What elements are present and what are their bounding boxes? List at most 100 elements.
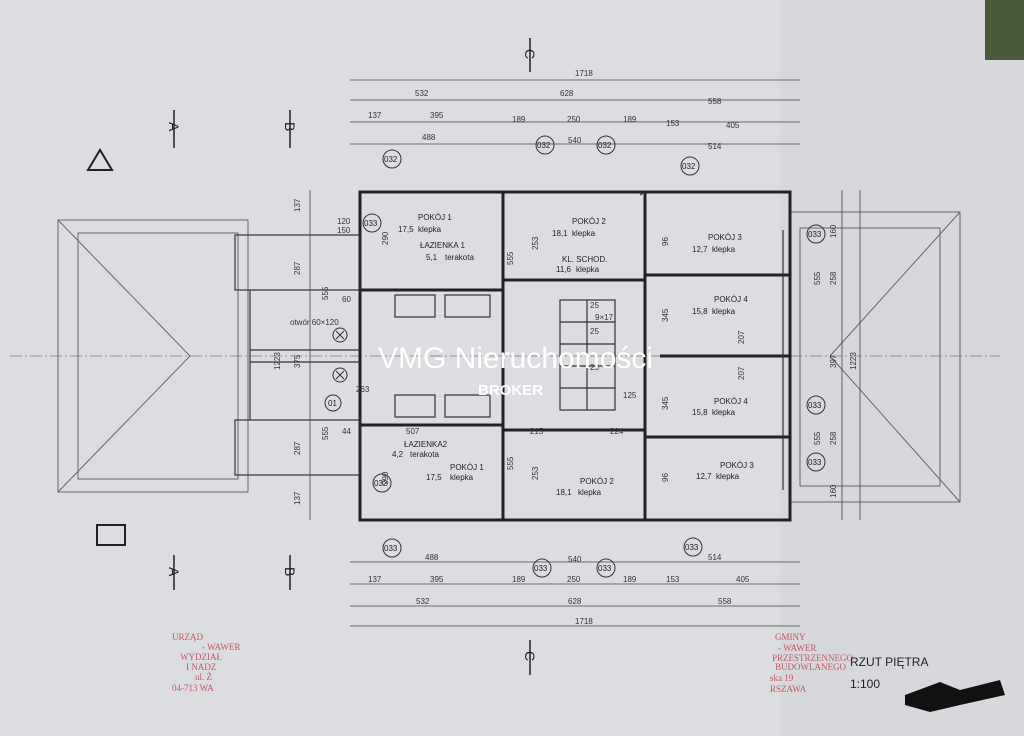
dim-misc-44: 44 [342,427,351,436]
axis-label-top-mid-1: 032 [537,141,551,150]
dim-lower-1: 488 [422,133,436,142]
drawing-title: RZUT PIĘTRA [850,655,928,669]
room-3-floor: klepka [572,229,596,238]
right-vertical-dimensions: 160 258 555 397 555 258 160 1223 [813,224,858,498]
room-10-area: 18,1 [556,488,572,497]
watermark-line1: VMG Nieruchomości [378,342,653,375]
dim-misc-253-b: 96 [661,473,670,482]
section-symbol-a [86,148,114,171]
stamp-right-line4: BUDOWLANEGO [775,662,846,672]
dimension-lines [309,79,861,627]
dim-detail-7: 405 [726,121,740,130]
dim-misc-120: 120 [337,217,351,226]
room-10-floor: klepka [578,488,602,497]
dim-right-7: 160 [829,484,838,498]
room-1-name: POKÓJ 1 [418,213,452,222]
room-9-area: 17,5 [426,473,442,482]
dim-detail-bottom-4: 250 [567,575,581,584]
dim-misc-315-b: 253 [531,466,540,480]
drawing-scale: 1:100 [850,677,880,691]
room-9-name: POKÓJ 1 [450,463,484,472]
room-6-floor: klepka [712,307,736,316]
axis-label-01: 01 [328,399,337,408]
stamp-left-line6: 04-713 WA [172,683,214,693]
room-labels: POKÓJ 1 17,5 klepka ŁAZIENKA 1 5,1 terak… [392,213,754,497]
dim-right-5: 555 [813,431,822,445]
stamp-left: URZĄD - WAWER WYDZIAŁ I NADZ ul. Ż 04-71… [172,632,240,693]
room-3-area: 18,1 [552,229,568,238]
stamp-left-line3: WYDZIAŁ [180,652,222,662]
room-3-name: POKÓJ 2 [572,217,606,226]
vent-circle-upper [332,327,348,343]
dim-lower-2: 540 [568,136,582,145]
section-b-bottom: B [282,567,298,576]
dim-detail-5: 189 [623,115,637,124]
dim-detail-2: 395 [430,111,444,120]
axis-label-left-lower: 032 [374,479,388,488]
axis-label-top-left: 032 [384,155,398,164]
building-walls [358,190,792,522]
section-a-top: A [166,122,182,132]
axis-label-bottom-right: 033 [685,543,699,552]
axis-label-right-mid: 033 [808,401,822,410]
dim-misc-stairs-c: 25 [590,363,599,372]
stamp-right-line5: ska 19 [770,673,794,683]
dim-left-1: 137 [293,198,302,212]
stamp-right-line1: GMINY [775,632,806,642]
stamp-left-line2: - WAWER [202,642,240,652]
room-1-area: 17,5 [398,225,414,234]
dim-detail-4: 250 [567,115,581,124]
stamp-right-line6: RSZAWA [770,684,807,694]
dim-misc-507: 507 [406,427,420,436]
dim-total-bottom: 1718 [575,617,593,626]
axis-label-bottom-mid-1: 033 [534,564,548,573]
stamp-left-line5: ul. Ż [195,672,212,682]
dim-misc-150: 150 [337,226,351,235]
room-11-floor: klepka [716,472,740,481]
room-11-name: POKÓJ 3 [720,461,754,470]
room-9-floor: klepka [450,473,474,482]
axis-markers: 032 032 032 032 033 032 01 033 033 033 0… [324,135,826,578]
dim-left-6: 287 [293,441,302,455]
dim-misc-253: 96 [661,237,670,246]
room-10-name: POKÓJ 2 [580,477,614,486]
dim-misc-60: 60 [342,295,351,304]
dim-misc-96-b: 207 [737,366,746,380]
dim-misc-224: 125 [623,391,637,400]
stamp-right: GMINY - WAWER PRZESTRZENNEGO BUDOWLANEGO… [770,632,854,694]
watermark-line2: BROKER [478,382,543,399]
paper-right-shade [780,0,1024,736]
dim-left-3: 555 [321,286,330,300]
dim-right-3: 555 [813,271,822,285]
dim-misc-207: 224 [610,427,624,436]
axis-label-bottom-left: 033 [384,544,398,553]
interior-details [234,191,784,490]
dim-detail-6: 153 [666,119,680,128]
axis-label-top-mid-2: 032 [598,141,612,150]
opening-label: otwór 60×120 [290,318,339,327]
room-2-name: ŁAZIENKA 1 [420,241,465,250]
dim-misc-stairs-a: 25 [590,301,599,310]
dim-misc-345: 215 [530,427,544,436]
dim-misc-290-b: 345 [661,396,670,410]
dim-misc-315: 253 [531,236,540,250]
dim-right-6: 258 [829,431,838,445]
room-5-floor: klepka [712,245,736,254]
dim-lower-bottom-2: 540 [568,555,582,564]
dim-total-top: 1718 [575,69,593,78]
room-8-area: 4,2 [392,450,404,459]
room-8-floor: terakota [410,450,439,459]
room-7-floor: klepka [712,408,736,417]
section-a-bottom: A [166,567,182,577]
dim-detail-bottom-6: 153 [666,575,680,584]
section-symbol-b [96,524,126,546]
dim-detail-bottom-7: 405 [736,575,750,584]
left-vertical-dimensions: 137 287 555 375 555 287 137 1223 [273,198,330,505]
stamp-right-line2: - WAWER [778,643,816,653]
axis-label-bottom-mid-2: 033 [598,564,612,573]
dim-misc-328-b: 290 [381,471,390,485]
dim-mid-1: 532 [415,89,429,98]
dim-mid-bottom-2: 628 [568,597,582,606]
dim-mid-2: 628 [560,89,574,98]
background-corner [985,0,1024,60]
